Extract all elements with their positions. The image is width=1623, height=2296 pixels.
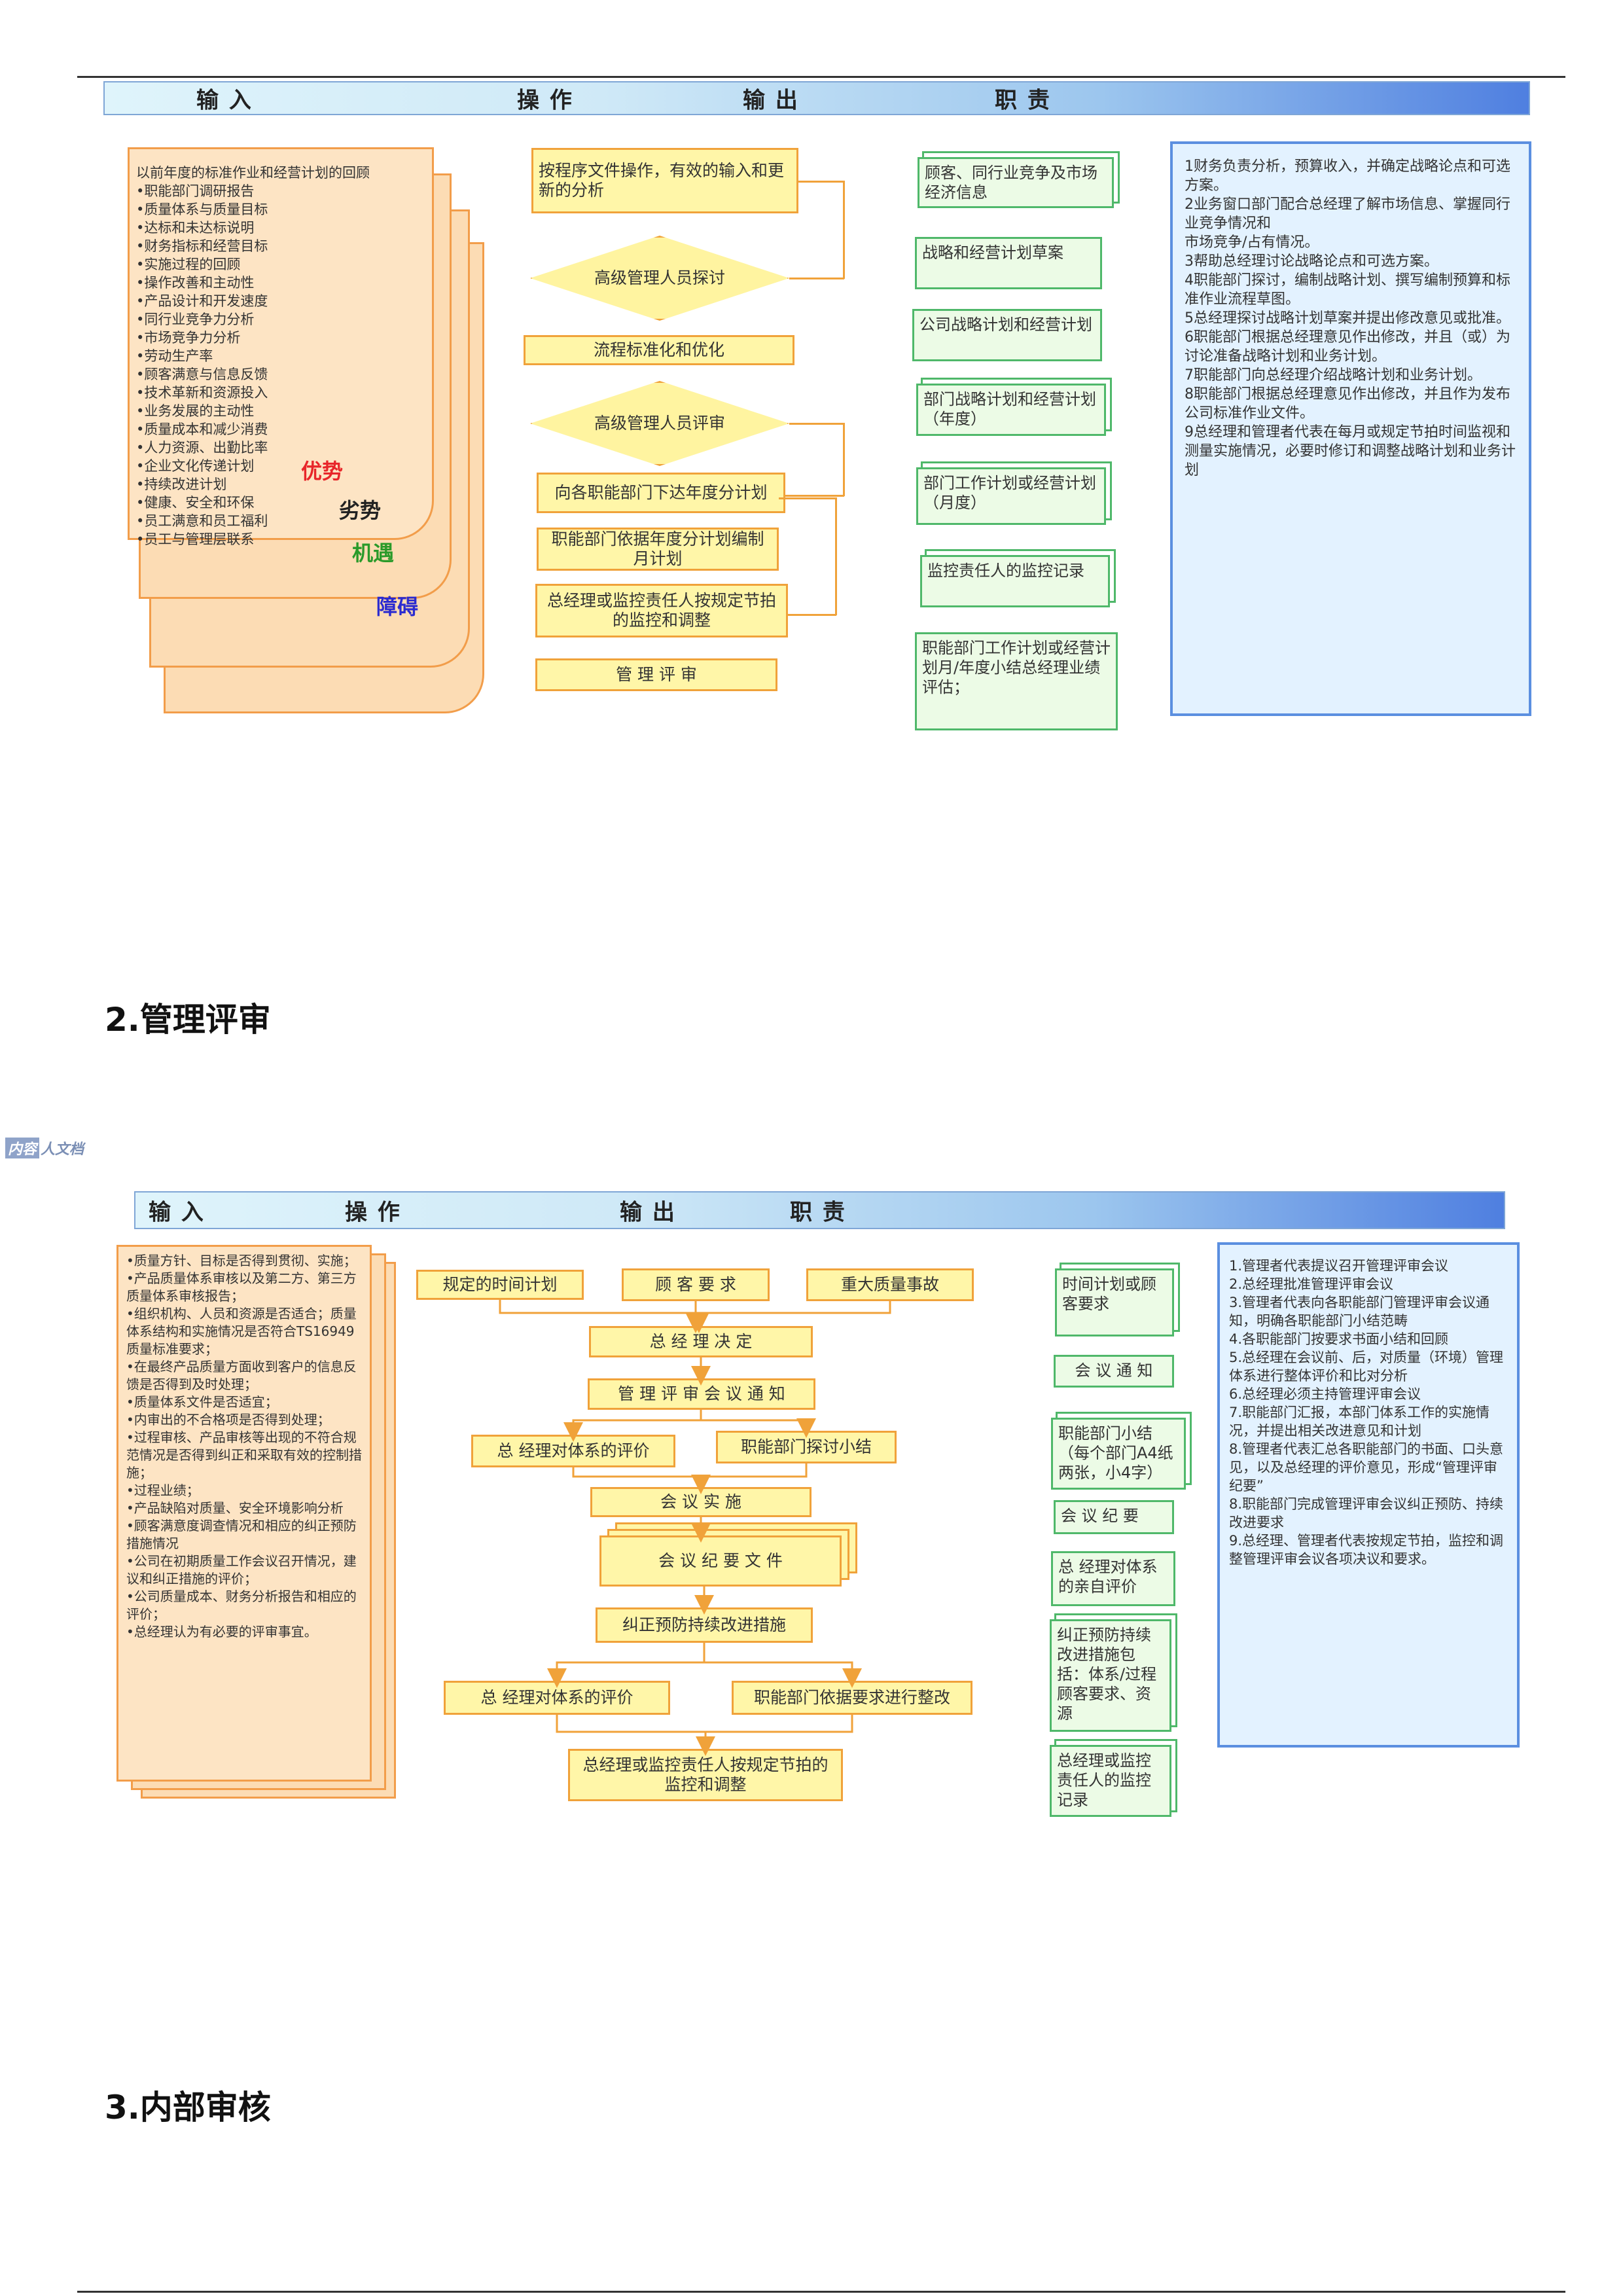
section-heading-management-review: 2.管理评审 [105, 1001, 271, 1039]
top-connector [785, 495, 844, 497]
tag-threat: 障碍 [376, 594, 419, 619]
mid-step-3: 重大质量事故 [806, 1268, 974, 1301]
mid-output-1: 时间计划或顾客要求 [1055, 1268, 1174, 1336]
watermark-logo-box: 内容 [5, 1138, 40, 1158]
mid-step-2: 顾 客 要 求 [622, 1268, 770, 1301]
top-step-4: 职能部门依据年度分计划编制月计划 [537, 528, 779, 571]
top-connector [798, 181, 844, 183]
top-step-6: 管 理 评 审 [535, 658, 777, 691]
mid-output-7: 总经理或监控责任人的监控记录 [1050, 1745, 1171, 1817]
input-page-1: 以前年度的标准作业和经营计划的回顾 •职能部门调研报告 •质量体系与质量目标 •… [128, 147, 434, 547]
header-input: 输 入 [149, 1199, 205, 1226]
input-list: 以前年度的标准作业和经营计划的回顾 •职能部门调研报告 •质量体系与质量目标 •… [136, 165, 370, 547]
top-step-1: 按程序文件操作，有效的输入和更新的分析 [531, 148, 798, 213]
mid-step-6: 总 经理对体系的评价 [471, 1435, 675, 1467]
mid-step-1: 规定的时间计划 [416, 1270, 584, 1300]
section-heading-internal-audit: 3.内部审核 [105, 2089, 271, 2126]
top-output-5: 部门工作计划或经营计划（月度） [916, 467, 1106, 525]
header-duty: 职 责 [790, 1199, 846, 1226]
watermark-logo: 内容人文档 [5, 1138, 84, 1158]
mid-output-3: 职能部门小结（每个部门A4纸两张，小4字） [1051, 1418, 1186, 1490]
top-step-5: 总经理或监控责任人按规定节拍的监控和调整 [535, 584, 788, 637]
tag-weakness: 劣势 [339, 498, 382, 523]
header-operation: 操 作 [345, 1199, 401, 1226]
mid-step-9: 会 议 纪 要 文 件 [599, 1535, 842, 1587]
watermark-logo-text: 人文档 [41, 1141, 84, 1158]
top-duties: 1财务负责分析，预算收入，并确定战略论点和可选方案。 2业务窗口部门配合总经理了… [1170, 141, 1531, 716]
top-output-2: 战略和经营计划草案 [915, 237, 1102, 289]
top-decision-1: 高级管理人员探讨 [594, 268, 725, 287]
tag-opportunity: 机遇 [352, 541, 395, 565]
top-step-2: 流程标准化和优化 [524, 335, 794, 365]
top-connector [835, 497, 837, 615]
top-output-7: 职能部门工作计划或经营计划月/年度小结总经理业绩评估； [915, 632, 1118, 730]
top-connector [843, 181, 845, 279]
header-output: 输 出 [620, 1199, 676, 1226]
top-output-1: 顾客、同行业竞争及市场经济信息 [918, 157, 1114, 208]
top-connector [779, 497, 836, 499]
mid-output-5: 总 经理对体系的亲自评价 [1051, 1551, 1175, 1606]
mid-chart-header: 输 入 操 作 输 出 职 责 [134, 1191, 1505, 1229]
mid-step-5: 管 理 评 审 会 议 通 知 [588, 1378, 815, 1410]
mid-input-list: •质量方针、目标是否得到贯彻、实施； •产品质量体系审核以及第二方、第三方质量体… [126, 1253, 362, 1640]
header-input: 输 入 [196, 87, 253, 114]
top-chart-header: 输 入 操 作 输 出 职 责 [103, 81, 1530, 115]
bottom-rule [77, 2291, 1565, 2293]
top-output-4: 部门战略计划和经营计划（年度） [916, 384, 1106, 436]
top-connector [843, 423, 845, 496]
mid-step-8: 会 议 实 施 [590, 1487, 812, 1517]
top-rule [77, 76, 1565, 78]
top-decision-2: 高级管理人员评审 [594, 414, 725, 433]
header-operation: 操 作 [517, 87, 573, 114]
top-connector [789, 278, 844, 279]
mid-output-4: 会 议 纪 要 [1054, 1500, 1174, 1534]
top-step-3: 向各职能部门下达年度分计划 [537, 473, 785, 513]
header-duty: 职 责 [995, 87, 1051, 114]
mid-duties: 1.管理者代表提议召开管理评审会议 2.总经理批准管理评审会议 3.管理者代表向… [1217, 1242, 1520, 1748]
top-output-6: 监控责任人的监控记录 [920, 555, 1110, 607]
top-output-3: 公司战略计划和经营计划 [912, 309, 1102, 361]
header-output: 输 出 [743, 87, 799, 114]
top-connector [789, 423, 844, 425]
top-connector [788, 614, 836, 616]
mid-output-6: 纠正预防持续改进措施包括：体系/过程顾客要求、资源 [1050, 1619, 1171, 1732]
tag-strength: 优势 [301, 459, 344, 484]
mid-output-2: 会 议 通 知 [1054, 1355, 1174, 1388]
mid-input-page-1: •质量方针、目标是否得到贯彻、实施； •产品质量体系审核以及第二方、第三方质量体… [116, 1245, 372, 1782]
